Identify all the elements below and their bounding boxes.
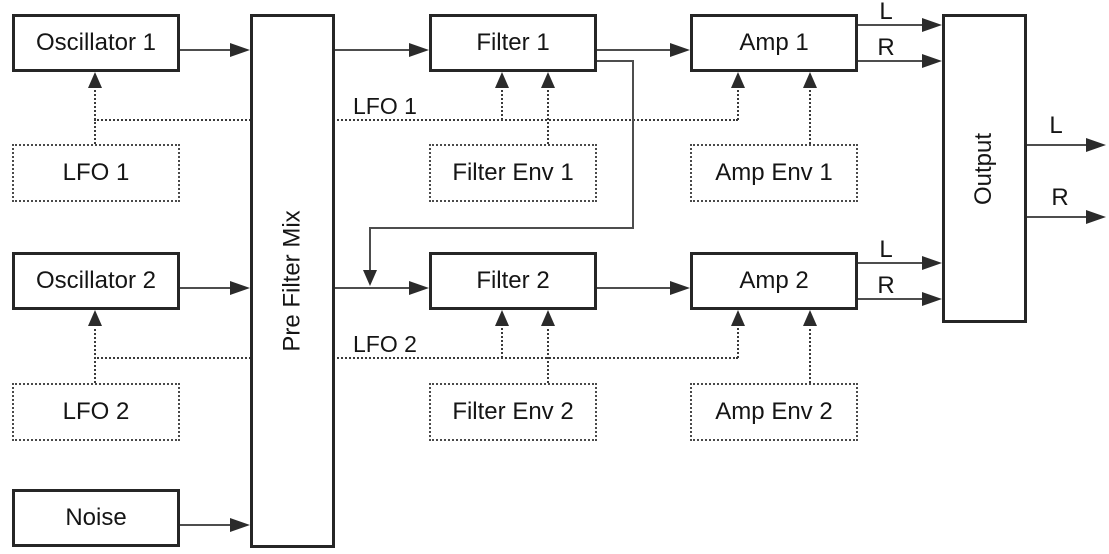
mod-wire-lfo2-bus bbox=[94, 357, 738, 359]
oscillator-2-box: Oscillator 2 bbox=[12, 252, 180, 310]
filter-2-box: Filter 2 bbox=[429, 252, 597, 310]
mod-wire-lfo2-to-filter2 bbox=[501, 324, 503, 358]
oscillator-1-label: Oscillator 1 bbox=[35, 29, 157, 56]
wire-output-right-out bbox=[1027, 216, 1088, 218]
arrowhead-right bbox=[230, 518, 250, 532]
amp1-left-channel-label: L bbox=[879, 0, 893, 25]
output-box: Output bbox=[942, 14, 1027, 323]
noise-label: Noise bbox=[65, 504, 127, 531]
arrowhead-up bbox=[88, 72, 102, 88]
lfo1-wire-label: LFO 1 bbox=[353, 93, 417, 119]
arrowhead-right bbox=[922, 256, 942, 270]
filter-env-2-label: Filter Env 2 bbox=[452, 398, 574, 425]
arrowhead-right bbox=[1086, 210, 1106, 224]
pre-filter-mix-box: Pre Filter Mix bbox=[250, 14, 335, 548]
lfo-1-box: LFO 1 bbox=[12, 144, 180, 202]
amp-env-1-box: Amp Env 1 bbox=[690, 144, 858, 202]
amp2-left-channel-label: L bbox=[879, 236, 893, 263]
filter-env-1-label: Filter Env 1 bbox=[452, 159, 574, 186]
mod-wire-lfo1-to-filter1 bbox=[501, 86, 503, 120]
lfo-1-label: LFO 1 bbox=[62, 159, 130, 186]
arrowhead-right bbox=[1086, 138, 1106, 152]
filter-2-label: Filter 2 bbox=[476, 267, 550, 294]
wire-prefiltermix-to-filter2 bbox=[335, 287, 411, 289]
wire-filter1-feed-horizontal-mid bbox=[369, 227, 634, 229]
output-right-channel-label: R bbox=[1051, 184, 1069, 211]
wire-filter2-to-amp2 bbox=[597, 287, 672, 289]
output-left-channel-label: L bbox=[1049, 112, 1063, 139]
filter-1-label: Filter 1 bbox=[476, 29, 550, 56]
amp-1-box: Amp 1 bbox=[690, 14, 858, 72]
amp-env-2-label: Amp Env 2 bbox=[715, 398, 833, 425]
lfo-2-box: LFO 2 bbox=[12, 383, 180, 441]
arrowhead-up bbox=[495, 72, 509, 88]
arrowhead-right bbox=[230, 281, 250, 295]
arrowhead-up bbox=[803, 72, 817, 88]
filter-env-2-box: Filter Env 2 bbox=[429, 383, 597, 441]
wire-filter1-feed-horizontal-top bbox=[597, 60, 634, 62]
wire-oscillator1-to-prefiltermix bbox=[180, 49, 232, 51]
mod-wire-filterenv2-to-filter2 bbox=[547, 324, 549, 383]
arrowhead-up bbox=[88, 310, 102, 326]
mod-wire-lfo2-to-oscillator2 bbox=[94, 324, 96, 383]
output-label: Output bbox=[970, 132, 998, 205]
arrowhead-up bbox=[731, 310, 745, 326]
mod-wire-lfo1-bus bbox=[94, 119, 738, 121]
arrowhead-up bbox=[495, 310, 509, 326]
amp-env-1-label: Amp Env 1 bbox=[715, 159, 833, 186]
mod-wire-ampenv1-to-amp1 bbox=[809, 86, 811, 144]
filter-env-1-box: Filter Env 1 bbox=[429, 144, 597, 202]
pre-filter-mix-label: Pre Filter Mix bbox=[278, 210, 306, 352]
oscillator-1-box: Oscillator 1 bbox=[12, 14, 180, 72]
arrowhead-right bbox=[230, 43, 250, 57]
arrowhead-right bbox=[922, 18, 942, 32]
wire-filter1-to-amp1 bbox=[597, 49, 672, 51]
arrowhead-right bbox=[409, 43, 429, 57]
oscillator-2-label: Oscillator 2 bbox=[35, 267, 157, 294]
mod-wire-filterenv1-to-filter1 bbox=[547, 86, 549, 144]
wire-prefiltermix-to-filter1 bbox=[335, 49, 411, 51]
arrowhead-right bbox=[922, 292, 942, 306]
lfo-2-label: LFO 2 bbox=[62, 398, 130, 425]
mod-wire-ampenv2-to-amp2 bbox=[809, 324, 811, 383]
wire-oscillator2-to-prefiltermix bbox=[180, 287, 232, 289]
wire-amp2-left-to-output bbox=[858, 262, 924, 264]
wire-output-left-out bbox=[1027, 144, 1088, 146]
mod-wire-lfo1-to-amp1 bbox=[737, 86, 739, 120]
noise-box: Noise bbox=[12, 489, 180, 547]
wire-amp1-left-to-output bbox=[858, 24, 924, 26]
arrowhead-up bbox=[541, 310, 555, 326]
amp-env-2-box: Amp Env 2 bbox=[690, 383, 858, 441]
wire-filter1-feed-vertical-right bbox=[632, 60, 634, 228]
amp1-right-channel-label: R bbox=[877, 34, 895, 61]
amp2-right-channel-label: R bbox=[877, 272, 895, 299]
arrowhead-right bbox=[670, 43, 690, 57]
wire-filter1-feed-vertical-down bbox=[369, 227, 371, 271]
amp-2-label: Amp 2 bbox=[739, 267, 809, 294]
filter-1-box: Filter 1 bbox=[429, 14, 597, 72]
arrowhead-right bbox=[922, 54, 942, 68]
wire-amp1-right-to-output bbox=[858, 60, 924, 62]
wire-amp2-right-to-output bbox=[858, 298, 924, 300]
amp-1-label: Amp 1 bbox=[739, 29, 809, 56]
lfo2-wire-label: LFO 2 bbox=[353, 331, 417, 357]
arrowhead-right bbox=[670, 281, 690, 295]
mod-wire-lfo2-to-amp2 bbox=[737, 324, 739, 358]
amp-2-box: Amp 2 bbox=[690, 252, 858, 310]
mod-wire-lfo1-to-oscillator1 bbox=[94, 86, 96, 144]
arrowhead-down bbox=[363, 270, 377, 286]
arrowhead-up bbox=[541, 72, 555, 88]
wire-noise-to-prefiltermix bbox=[180, 524, 232, 526]
arrowhead-right bbox=[409, 281, 429, 295]
arrowhead-up bbox=[803, 310, 817, 326]
arrowhead-up bbox=[731, 72, 745, 88]
